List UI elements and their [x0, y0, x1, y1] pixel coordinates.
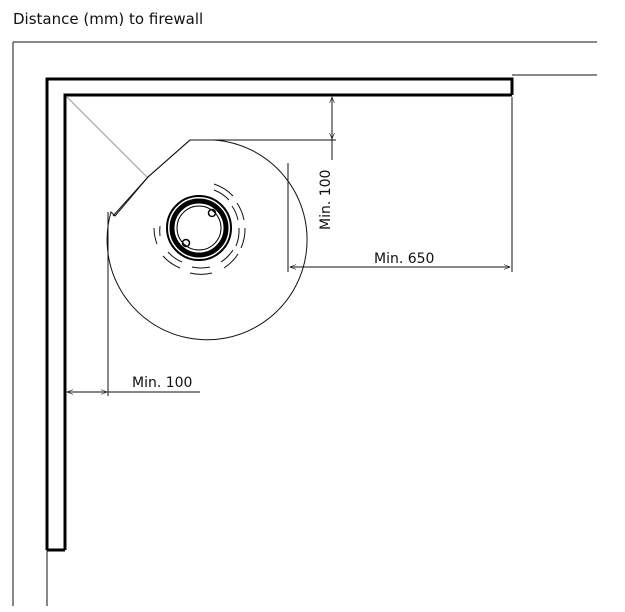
vent-slot: [236, 202, 245, 221]
vent-slot: [213, 189, 230, 201]
dimension-left-clearance: [66, 212, 200, 396]
flue-bolt-right: [207, 208, 217, 218]
vent-slot: [223, 253, 239, 269]
vent-slot: [191, 266, 211, 269]
vent-slot: [167, 251, 183, 263]
vent-slot: [240, 227, 246, 249]
firewall-outer-edge: [45, 77, 514, 550]
vent-slot: [213, 183, 234, 197]
left-clearance-label: Min. 100: [132, 375, 192, 391]
flue-outer-ring: [166, 195, 232, 261]
vent-slot: [189, 272, 213, 275]
diagonal-guide-line: [66, 96, 149, 179]
wall-extension-lines: [46, 74, 597, 606]
outer-frame: [12, 41, 597, 606]
flue-middle-ring: [169, 198, 229, 258]
dimension-side-clearance: [287, 97, 513, 272]
vent-slot: [231, 205, 239, 221]
dimension-top-clearance: [214, 96, 336, 160]
vent-slot: [153, 227, 158, 245]
diagram-title: Distance (mm) to firewall: [13, 10, 204, 28]
vent-slot: [220, 249, 234, 263]
side-clearance-label: Min. 650: [374, 251, 434, 267]
stove-footprint: [106, 139, 308, 341]
firewall-wall: [45, 77, 514, 552]
stove-outline: [106, 139, 308, 341]
firewall-inner-edge: [63, 93, 512, 550]
flue-bolt-left: [181, 238, 191, 248]
flue-collar: [166, 195, 232, 261]
stove-side-edge: [112, 176, 149, 217]
stove-front-edge: [147, 139, 191, 178]
vent-slot: [162, 255, 181, 269]
vent-slot: [235, 227, 240, 247]
flue-inner-ring: [176, 205, 222, 251]
top-clearance-label: Min. 100: [318, 170, 334, 230]
vent-slots: [153, 183, 246, 275]
